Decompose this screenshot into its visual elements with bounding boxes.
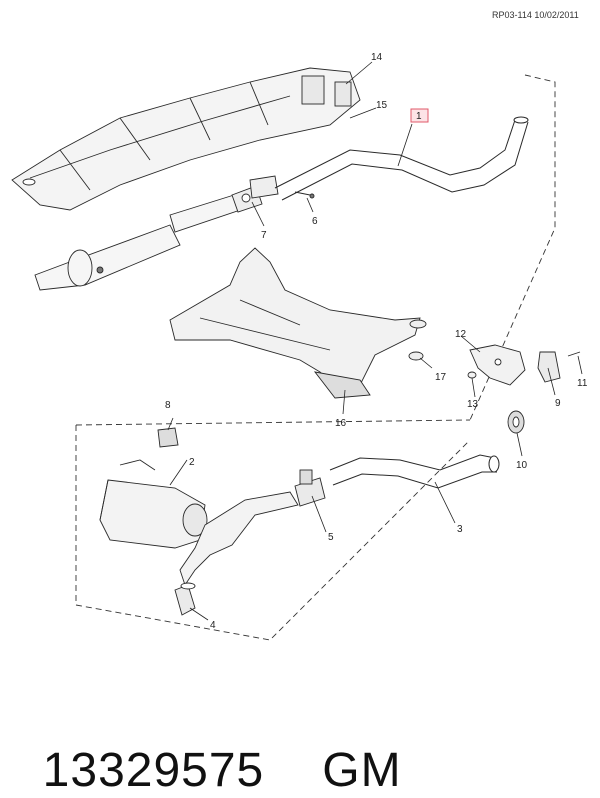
insulator-mount [408,319,427,361]
muffler-insulator [157,427,179,448]
callout-16: 16 [335,418,347,429]
callout-2: 2 [189,457,195,468]
hanger-bracket [467,344,526,386]
part-number-line: 13329575 GM [14,688,402,798]
highlighted-part-box [410,108,429,123]
assembly-boundary [75,74,556,641]
callout-15: 15 [376,100,388,111]
callout-17: 17 [435,372,447,383]
callout-6: 6 [312,216,318,227]
callout-9: 9 [555,398,561,409]
diagram-reference: RP03-114 10/02/2011 [492,10,579,20]
crossmember [169,247,421,399]
muffler-assembly [99,459,299,587]
callout-1: 1 [416,111,422,122]
callout-5: 5 [328,532,334,543]
rubber-hanger [507,410,525,434]
callout-11: 11 [577,378,588,389]
heat-shield [11,67,361,211]
callout-4: 4 [210,620,216,631]
callout-14: 14 [371,52,383,63]
bolt [294,191,315,199]
leader-lines [167,61,583,621]
hanger-clip [537,351,581,383]
callout-10: 10 [516,460,528,471]
intermediate-pipe [274,116,529,201]
pipe-clamp [294,469,326,507]
callout-3: 3 [457,524,463,535]
part-number: 13329575 [42,744,265,797]
tail-pipe [329,454,500,489]
callout-12: 12 [455,329,467,340]
callout-13: 13 [467,399,479,410]
exhaust-tip [174,582,196,616]
callout-7: 7 [261,230,267,241]
flange-gasket [231,175,279,213]
callout-8: 8 [165,400,171,411]
brand-name: GM [322,744,402,797]
